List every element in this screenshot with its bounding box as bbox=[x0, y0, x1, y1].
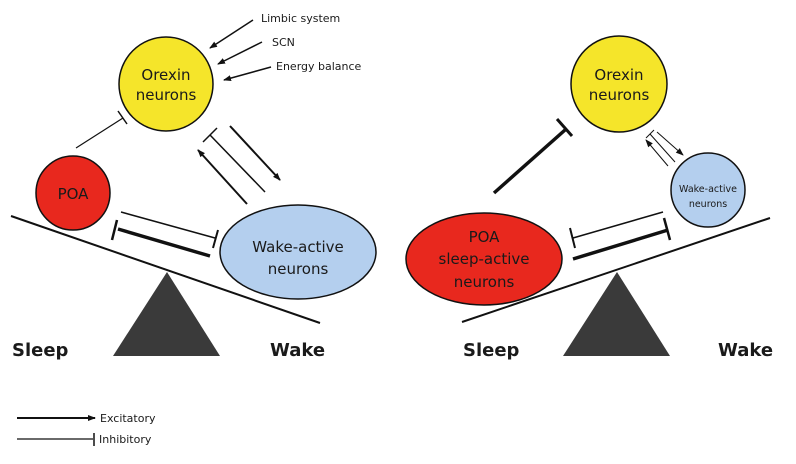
inhibitory-connector bbox=[649, 133, 676, 163]
input-limbic-label: Limbic system bbox=[261, 12, 340, 25]
poa-node bbox=[35, 155, 111, 231]
inhibitory-bar bbox=[212, 229, 219, 249]
inhibitory-connector bbox=[572, 211, 664, 239]
wake-label: Wake bbox=[718, 340, 773, 361]
wake-active-label-1: Wake-active bbox=[679, 184, 737, 195]
fulcrum bbox=[563, 272, 670, 356]
wake-active-node bbox=[219, 204, 377, 300]
inhibitory-bar bbox=[110, 219, 119, 241]
wake-active-node bbox=[670, 152, 746, 228]
inhibitory-connector bbox=[209, 134, 266, 193]
sleep-label: Sleep bbox=[12, 340, 69, 361]
input-arrow bbox=[223, 66, 272, 82]
seesaw-beam bbox=[10, 215, 321, 324]
input-arrow bbox=[217, 41, 263, 65]
poa-label-2: sleep-active bbox=[439, 250, 530, 268]
wake-active-label-1: Wake-active bbox=[252, 238, 343, 256]
inhibitory-bar bbox=[202, 127, 218, 143]
wake-active-label-2: neurons bbox=[689, 199, 727, 210]
inhibitory-bar bbox=[662, 217, 672, 241]
orexin-label-1: Orexin bbox=[594, 66, 643, 84]
right-panel: Orexin neurons POA sleep-active neurons … bbox=[405, 35, 773, 361]
fulcrum bbox=[113, 272, 220, 356]
poa-label-3: neurons bbox=[454, 273, 515, 291]
orexin-label-1: Orexin bbox=[141, 66, 190, 84]
inhibitory-connector bbox=[75, 117, 124, 149]
input-energy-label: Energy balance bbox=[276, 60, 362, 73]
orexin-node bbox=[570, 35, 668, 133]
orexin-node bbox=[118, 36, 214, 132]
excitatory-connector bbox=[656, 131, 684, 156]
orexin-label-2: neurons bbox=[589, 86, 650, 104]
legend: Excitatory Inhibitory bbox=[17, 412, 156, 446]
input-scn-label: SCN bbox=[272, 36, 295, 49]
inhibitory-connector bbox=[572, 228, 669, 261]
input-arrow bbox=[209, 19, 254, 49]
inhibitory-bar bbox=[555, 118, 574, 137]
poa-label: POA bbox=[58, 185, 90, 203]
poa-node bbox=[405, 212, 563, 306]
inhibitory-bar bbox=[117, 110, 128, 125]
excitatory-connector bbox=[197, 149, 248, 205]
legend-inhibitory-label: Inhibitory bbox=[99, 433, 152, 446]
excitatory-connector bbox=[645, 139, 669, 167]
poa-label-1: POA bbox=[469, 228, 501, 246]
orexin-label-2: neurons bbox=[136, 86, 197, 104]
seesaw-beam bbox=[461, 217, 771, 323]
inhibitory-connector bbox=[117, 227, 211, 258]
wake-label: Wake bbox=[270, 340, 325, 361]
wake-active-label-2: neurons bbox=[268, 260, 329, 278]
sleep-label: Sleep bbox=[463, 340, 520, 361]
excitatory-connector bbox=[229, 125, 281, 181]
inhibitory-bar bbox=[569, 227, 576, 249]
inhibitory-bar bbox=[645, 129, 655, 139]
inhibitory-connector bbox=[120, 211, 216, 239]
left-panel: Orexin neurons POA Wake-active neurons L… bbox=[10, 12, 377, 361]
inhibitory-connector bbox=[492, 128, 567, 195]
legend-excitatory-label: Excitatory bbox=[100, 412, 156, 425]
